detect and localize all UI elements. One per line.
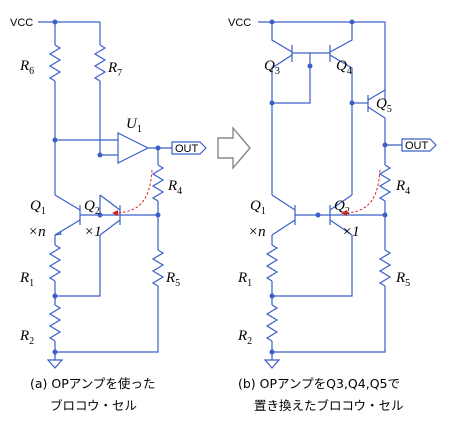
out-label-a: OUT [175,143,199,155]
out-label-b: OUT [405,140,429,152]
q3-label: Q3 [264,58,280,77]
ground-symbol-a [46,359,64,369]
q1-multiplier-b: ×n [248,224,266,240]
current-arrow-a [115,169,153,214]
r4-label-a: R4 [167,178,182,197]
circuit-a: VCC R6 R7 U1 OUT R4 [10,17,207,413]
r1-label-b: R1 [237,270,252,289]
current-arrow-b [344,169,381,214]
r5-resistor-b [378,249,392,287]
ground-symbol-b [263,359,281,369]
vcc-label-b: VCC [228,17,251,29]
caption-a-line1: (a) OPアンプを使った [30,376,155,391]
q1-label-b: Q1 [250,198,266,217]
q4-label: Q4 [336,58,352,77]
r2-resistor-b [265,304,279,342]
r5-label-a: R5 [165,270,180,289]
u1-label: U1 [126,116,142,135]
r1-resistor-b [265,244,279,282]
r7-resistor [93,44,107,82]
r2-resistor-a [48,304,62,342]
r1-resistor-a [48,244,62,282]
out-port-a [171,141,207,155]
out-port-b [401,138,437,152]
vcc-rail-b [258,21,386,100]
r7-label: R7 [107,60,122,79]
q5-label: Q5 [376,96,392,115]
r5-resistor-a [151,249,165,287]
caption-b-line2: 置き換えたブロコウ・セル [254,398,404,413]
r4-resistor-a [151,164,165,202]
caption-b-line1: (b) OPアンプをQ3,Q4,Q5で [238,376,400,391]
q1-multiplier-a: ×n [28,224,46,240]
transform-arrow-icon [217,126,251,170]
q2-label-a: Q2 [84,198,100,217]
q1-label-a: Q1 [30,198,46,217]
vcc-label-a: VCC [10,17,33,29]
q2-label-b: Q2 [334,198,350,217]
r6-label: R6 [19,58,34,77]
r2-label-a: R2 [19,328,34,347]
caption-a-line2: ブロコウ・セル [50,398,137,413]
r2-label-b: R2 [237,328,252,347]
opamp-u1 [117,132,150,164]
r4-label-b: R4 [395,178,410,197]
r5-label-b: R5 [395,270,410,289]
r4-resistor-b [378,164,392,202]
r1-label-a: R1 [19,270,34,289]
r6-resistor [48,44,62,82]
circuit-b: VCC Q3 Q4 Q5 OUT R4 [228,17,437,413]
q2-multiplier-b: ×1 [342,224,360,240]
q2-multiplier-a: ×1 [84,224,102,240]
